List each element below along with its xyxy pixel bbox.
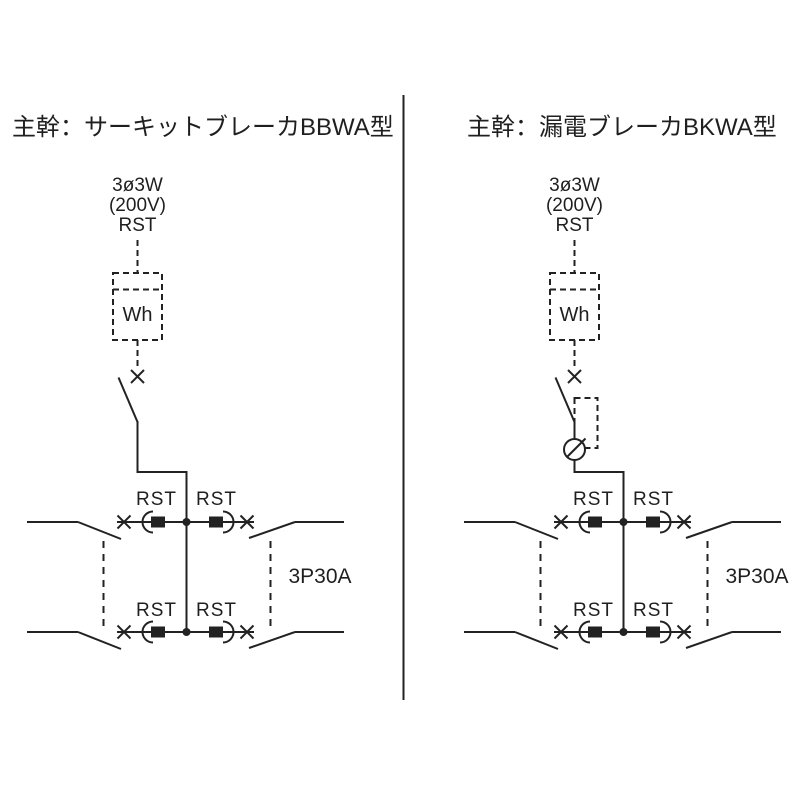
- left-source-label: 3ø3W (200V) RST: [109, 176, 166, 236]
- left-panel-title: 主幹：サーキットブレーカBBWA型: [12, 114, 394, 141]
- left-branch-rating-label: 3P30A: [288, 565, 352, 588]
- right-main-bus: [573, 460, 625, 632]
- right-panel-title: 主幹：漏電ブレーカBKWA型: [467, 114, 777, 141]
- right-row2-left-phase-label: RST: [573, 600, 614, 621]
- right-wh-meter-label: Wh: [559, 304, 590, 326]
- left-source-phase-label: 3ø3W: [112, 175, 163, 196]
- right-source-phase-label: 3ø3W: [549, 175, 600, 196]
- left-wh-meter-label: Wh: [122, 304, 153, 326]
- right-row1-right-phase-label: RST: [633, 489, 674, 510]
- right-row1-left-phase-label: RST: [573, 489, 614, 510]
- left-row1-right-phase-label: RST: [196, 489, 237, 510]
- right-source-phases-label: RST: [555, 215, 594, 236]
- right-row2-right-phase-label: RST: [633, 600, 674, 621]
- left-meter-drop-symbol: [112, 239, 163, 423]
- pole-link-dashes: [102, 541, 709, 630]
- left-row1-left-phase-label: RST: [136, 489, 177, 510]
- right-source-voltage-label: (200V): [545, 195, 604, 216]
- left-source-phases-label: RST: [118, 215, 157, 236]
- earth-leakage-detector-slash: [565, 437, 587, 459]
- right-meter-drop-symbol: [549, 239, 600, 423]
- left-row2-right-phase-label: RST: [196, 600, 237, 621]
- left-main-bus: [136, 421, 188, 632]
- right-branch-rating-label: 3P30A: [725, 565, 789, 588]
- left-source-voltage-label: (200V): [108, 195, 167, 216]
- right-source-label: 3ø3W (200V) RST: [546, 176, 603, 236]
- left-row2-left-phase-label: RST: [136, 600, 177, 621]
